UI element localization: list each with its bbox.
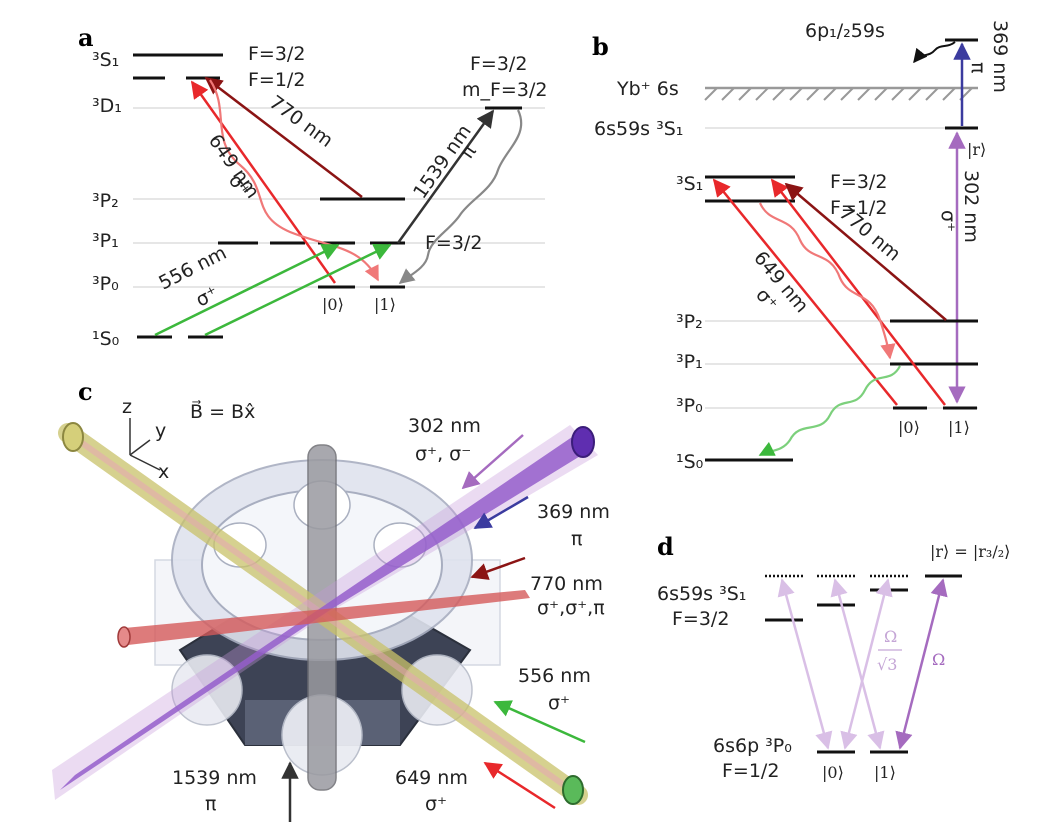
c-label-770-pol: σ⁺,σ⁺,π (537, 597, 605, 619)
ket-1-a: |1⟩ (374, 295, 396, 314)
panel-c: c z y x B⃗ = Bx̂ (52, 377, 610, 822)
d-lower-state: 6s6p ³P₀ (713, 735, 792, 757)
axis-x: x (158, 461, 169, 483)
b-level-label-3p1: ³P₁ (676, 351, 703, 373)
b-arrow-649nm-a (712, 178, 898, 406)
b-ket-0: |0⟩ (898, 418, 920, 437)
arrow-770nm (204, 76, 363, 198)
label-302-sigma: σ⁺ (937, 210, 959, 232)
b-arrow-649nm-b (770, 178, 946, 406)
arrow-770nm-c (470, 556, 526, 580)
arrow-302nm-c (461, 434, 524, 490)
label-369-pi: π (967, 62, 989, 73)
c-label-649-pol: σ⁺ (425, 793, 447, 815)
c-label-302-pol: σ⁺, σ⁻ (415, 443, 471, 465)
d-lower-f: F=1/2 (722, 760, 779, 782)
axes-triad (129, 418, 161, 471)
ket-r-b: |r⟩ (967, 140, 986, 159)
label-6p59s: 6p₁/₂59s (805, 20, 885, 42)
c-label-556nm: 556 nm (518, 665, 591, 687)
panel-d: d |r⟩ = |r₃/₂⟩ 6s59s ³S₁ F=3/2 6s6p ³P₀ … (657, 532, 1010, 782)
b-label-f12: F=1/2 (830, 197, 887, 219)
c-label-369-pol: π (571, 528, 582, 550)
d-ket-1: |1⟩ (874, 763, 896, 782)
d-ket-r: |r⟩ = |r₃/₂⟩ (930, 542, 1010, 561)
b-field-label: B⃗ = Bx̂ (190, 400, 255, 423)
panel-d-letter: d (657, 532, 674, 561)
b-decay-wavy-green (758, 365, 901, 457)
d-coupling-1 (777, 578, 833, 750)
d-upper-state: 6s59s ³S₁ (657, 583, 746, 605)
b-level-label-3s1: ³S₁ (676, 173, 703, 195)
arrow-649nm-c (483, 761, 556, 810)
beam-770nm (125, 590, 530, 645)
d-upper-f: F=3/2 (672, 608, 729, 630)
label-302nm: 302 nm (960, 170, 982, 243)
arrow-556nm-c (493, 700, 586, 744)
ionization-hatching (704, 87, 973, 101)
level-label-3p1: ³P₁ (92, 230, 119, 252)
axis-y: y (155, 420, 166, 442)
d-ket-0: |0⟩ (822, 763, 844, 782)
b-level-label-3p2: ³P₂ (676, 311, 703, 333)
axis-z: z (122, 396, 132, 418)
arrow-556nm-b (204, 243, 392, 337)
b-level-label-3p0: ³P₀ (676, 395, 703, 417)
arrow-1539nm (396, 109, 495, 244)
beam-649-end (562, 775, 584, 805)
b-ket-1: |1⟩ (948, 418, 970, 437)
label-770nm: 770 nm (265, 91, 337, 152)
c-label-369nm: 369 nm (537, 501, 610, 523)
c-label-556-pol: σ⁺ (548, 692, 570, 714)
label-f32-right: F=3/2 (470, 53, 527, 75)
panel-b-letter: b (592, 32, 609, 61)
b-decay-wavy-pink (758, 202, 896, 360)
c-label-1539-pol: π (205, 793, 216, 815)
label-f12: F=1/2 (248, 69, 305, 91)
label-6s59s-3s1: 6s59s ³S₁ (594, 118, 683, 140)
decay-wavy-gray (398, 109, 523, 284)
b-level-label-1s0: ¹S₀ (676, 451, 703, 473)
panel-a-letter: a (78, 23, 94, 52)
c-label-649nm: 649 nm (395, 767, 468, 789)
panel-c-letter: c (78, 377, 93, 406)
panel-b: b 6p₁/₂59s Yb⁺ 6s 6s59s ³S₁ |r⟩ 369 nm π (592, 20, 1011, 473)
arrow-556nm-a (154, 243, 340, 337)
b-label-f32: F=3/2 (830, 171, 887, 193)
d-omega-num: Ω (884, 627, 897, 646)
autoionization-wavy (913, 41, 956, 64)
c-label-1539nm: 1539 nm (172, 767, 257, 789)
d-coupling-omega (895, 578, 948, 750)
arrow-369nm-c (473, 495, 529, 530)
d-omega-den: √3 (877, 655, 897, 674)
level-label-3p0: ³P₀ (92, 273, 119, 295)
arrow-649nm (190, 80, 337, 284)
c-label-302nm: 302 nm (408, 415, 481, 437)
beam-302-end (571, 426, 595, 458)
c-label-770nm: 770 nm (530, 573, 603, 595)
label-mf: m_F=3/2 (462, 79, 547, 101)
level-label-3s1: ³S₁ (92, 49, 119, 71)
b-arrow-770nm (784, 182, 947, 321)
label-369nm: 369 nm (989, 20, 1011, 93)
d-coupling-3 (830, 578, 885, 750)
decay-wavy-pink (209, 79, 379, 282)
level-label-3d1: ³D₁ (92, 95, 122, 117)
ket-0-a: |0⟩ (322, 295, 344, 314)
label-1539nm: 1539 nm (409, 121, 476, 203)
label-yb-ion: Yb⁺ 6s (616, 78, 679, 100)
level-label-3p2: ³P₂ (92, 190, 119, 212)
level-label-1s0: ¹S₀ (92, 328, 119, 350)
beam-770-end (117, 626, 131, 648)
d-omega: Ω (932, 650, 945, 669)
label-f32: F=3/2 (248, 43, 305, 65)
panel-a: a ³S₁ ³D₁ ³P₂ ³P₁ ³P₀ ¹S₀ F=3/2 F=1/2 F=… (78, 23, 547, 350)
beam-556-end (62, 422, 84, 452)
